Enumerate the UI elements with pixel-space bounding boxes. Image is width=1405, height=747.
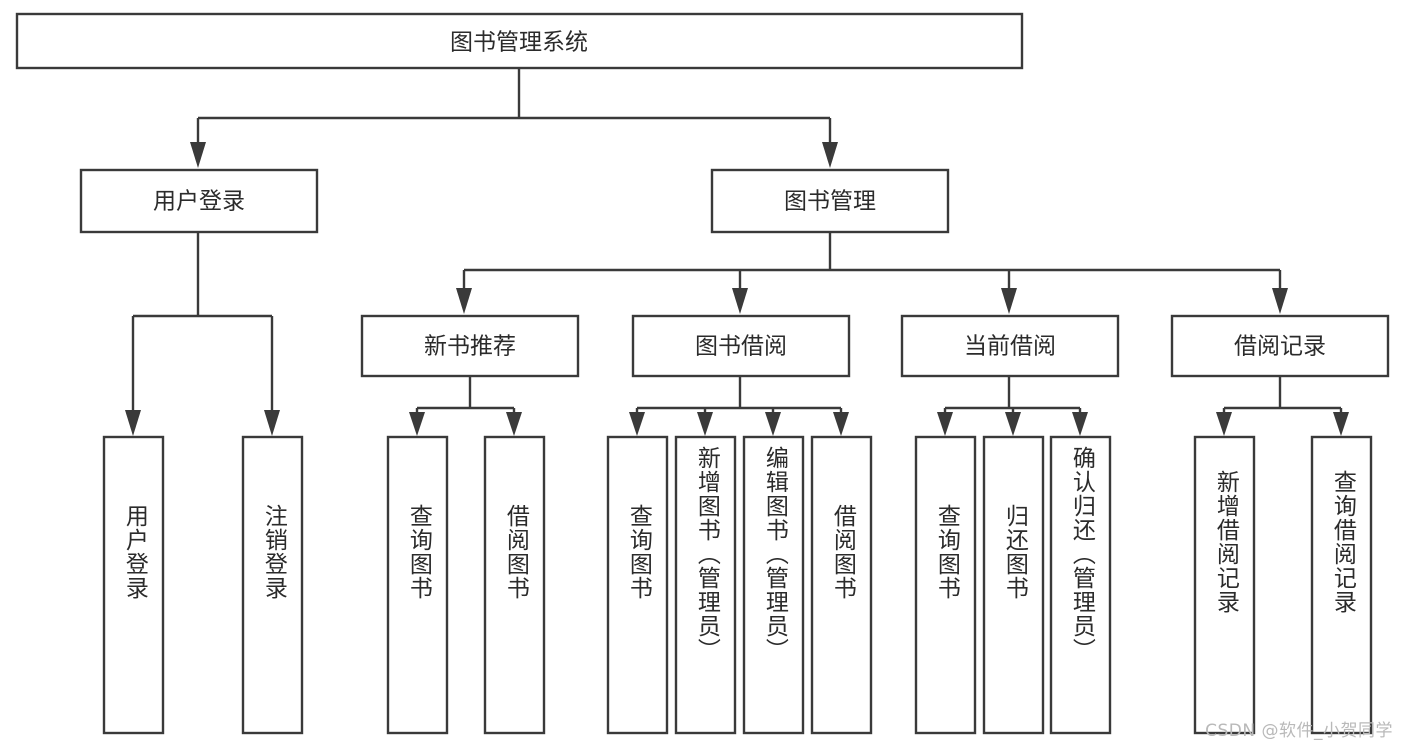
arrow-to-book-borrow — [732, 288, 748, 314]
arrow-leaf-cb-2 — [1005, 412, 1021, 436]
leaf-borrow-record-0[interactable] — [1193, 435, 1256, 735]
arrow-to-new-book — [456, 288, 472, 314]
connector-group — [125, 68, 1349, 436]
arrow-leaf-cb-3 — [1072, 412, 1088, 436]
arrow-leaf-br-2 — [1333, 412, 1349, 436]
arrow-leaf-br-1 — [1216, 412, 1232, 436]
arrow-leaf-nb-1 — [409, 412, 425, 436]
leaf-book-borrow-3[interactable] — [810, 435, 873, 735]
arrow-to-user-login — [190, 142, 206, 168]
watermark-text: CSDN @软件_小贺同学 — [1205, 721, 1393, 741]
root-label: 图书管理系统 — [450, 30, 588, 56]
arrow-leaf-user-login-2 — [264, 410, 280, 436]
node-label-new-book-recommend: 新书推荐 — [424, 334, 516, 360]
node-label-borrow-record: 借阅记录 — [1234, 334, 1326, 360]
leaf-new-book-1[interactable] — [483, 435, 546, 735]
node-label-book-borrow: 图书借阅 — [695, 334, 787, 360]
leaf-book-borrow-1[interactable] — [674, 435, 737, 735]
arrow-leaf-bb-4 — [833, 412, 849, 436]
arrow-leaf-cb-1 — [937, 412, 953, 436]
node-label-user-login: 用户登录 — [153, 189, 245, 215]
node-user-login[interactable] — [79, 168, 319, 234]
leaf-user-login-1[interactable] — [241, 435, 304, 735]
arrow-leaf-bb-1 — [629, 412, 645, 436]
arrow-to-book-manage — [822, 142, 838, 168]
leaf-current-borrow-0[interactable] — [914, 435, 977, 735]
leaf-book-borrow-2[interactable] — [742, 435, 805, 735]
node-new-book-recommend[interactable] — [360, 314, 580, 378]
node-book-borrow[interactable] — [631, 314, 851, 378]
node-label-book-manage: 图书管理 — [784, 189, 876, 215]
leaf-current-borrow-1[interactable] — [982, 435, 1045, 735]
node-root[interactable] — [15, 12, 1024, 70]
leaf-borrow-record-1[interactable] — [1310, 435, 1373, 735]
node-group — [15, 12, 1390, 735]
label-group: 图书管理系统 用户登录 图书管理 新书推荐 图书借阅 当前借阅 借阅记录 — [153, 30, 1326, 360]
leaf-current-borrow-2[interactable] — [1049, 435, 1112, 735]
arrow-leaf-bb-3 — [765, 412, 781, 436]
leaf-user-login-0[interactable] — [102, 435, 165, 735]
arrow-to-borrow-record — [1272, 288, 1288, 314]
leaf-new-book-0[interactable] — [386, 435, 449, 735]
node-current-borrow[interactable] — [900, 314, 1120, 378]
arrow-leaf-user-login-1 — [125, 410, 141, 436]
arrow-to-current-borrow — [1001, 288, 1017, 314]
arrow-leaf-nb-2 — [506, 412, 522, 436]
arrow-leaf-bb-2 — [697, 412, 713, 436]
node-borrow-record[interactable] — [1170, 314, 1390, 378]
leaf-book-borrow-0[interactable] — [606, 435, 669, 735]
node-book-manage[interactable] — [710, 168, 950, 234]
node-label-current-borrow: 当前借阅 — [964, 334, 1056, 360]
